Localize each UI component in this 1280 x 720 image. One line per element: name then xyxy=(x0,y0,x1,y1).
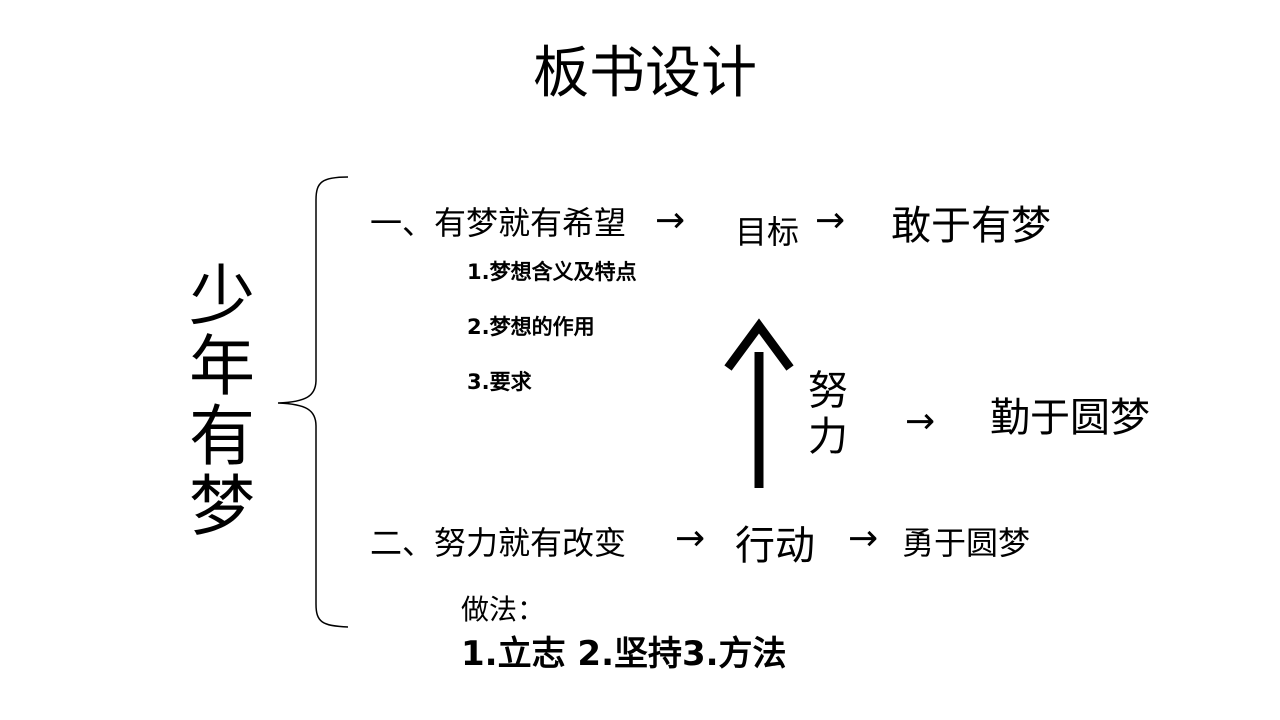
point-item: 3.要求 xyxy=(467,370,532,394)
arrow-right-icon: → xyxy=(848,518,879,559)
middle-result: 勤于圆梦 xyxy=(990,395,1150,441)
action-label: 行动 xyxy=(735,523,815,569)
point-item: 2.梦想的作用 xyxy=(467,315,595,339)
left-brace xyxy=(277,176,349,628)
section1-heading: 一、有梦就有希望 xyxy=(370,204,627,242)
slide-title: 板书设计 xyxy=(533,41,757,106)
methods-items: 1.立志 2.坚持3.方法 xyxy=(461,634,787,674)
theme-vertical-text: 少年有梦 xyxy=(189,258,255,545)
arrow-right-icon: → xyxy=(905,401,936,442)
point-item: 1.梦想含义及特点 xyxy=(467,260,637,284)
up-arrow xyxy=(724,318,794,488)
arrow-right-icon: → xyxy=(655,200,686,241)
methods-label: 做法： xyxy=(461,593,546,626)
arrow-right-icon: → xyxy=(815,200,846,241)
arrow-right-icon: → xyxy=(675,518,706,559)
section2-result: 勇于圆梦 xyxy=(902,524,1031,562)
goal-label: 目标 xyxy=(735,213,800,251)
effort-label: 努力 xyxy=(808,368,848,460)
section1-result: 敢于有梦 xyxy=(891,203,1051,249)
section2-heading: 二、努力就有改变 xyxy=(370,524,627,562)
